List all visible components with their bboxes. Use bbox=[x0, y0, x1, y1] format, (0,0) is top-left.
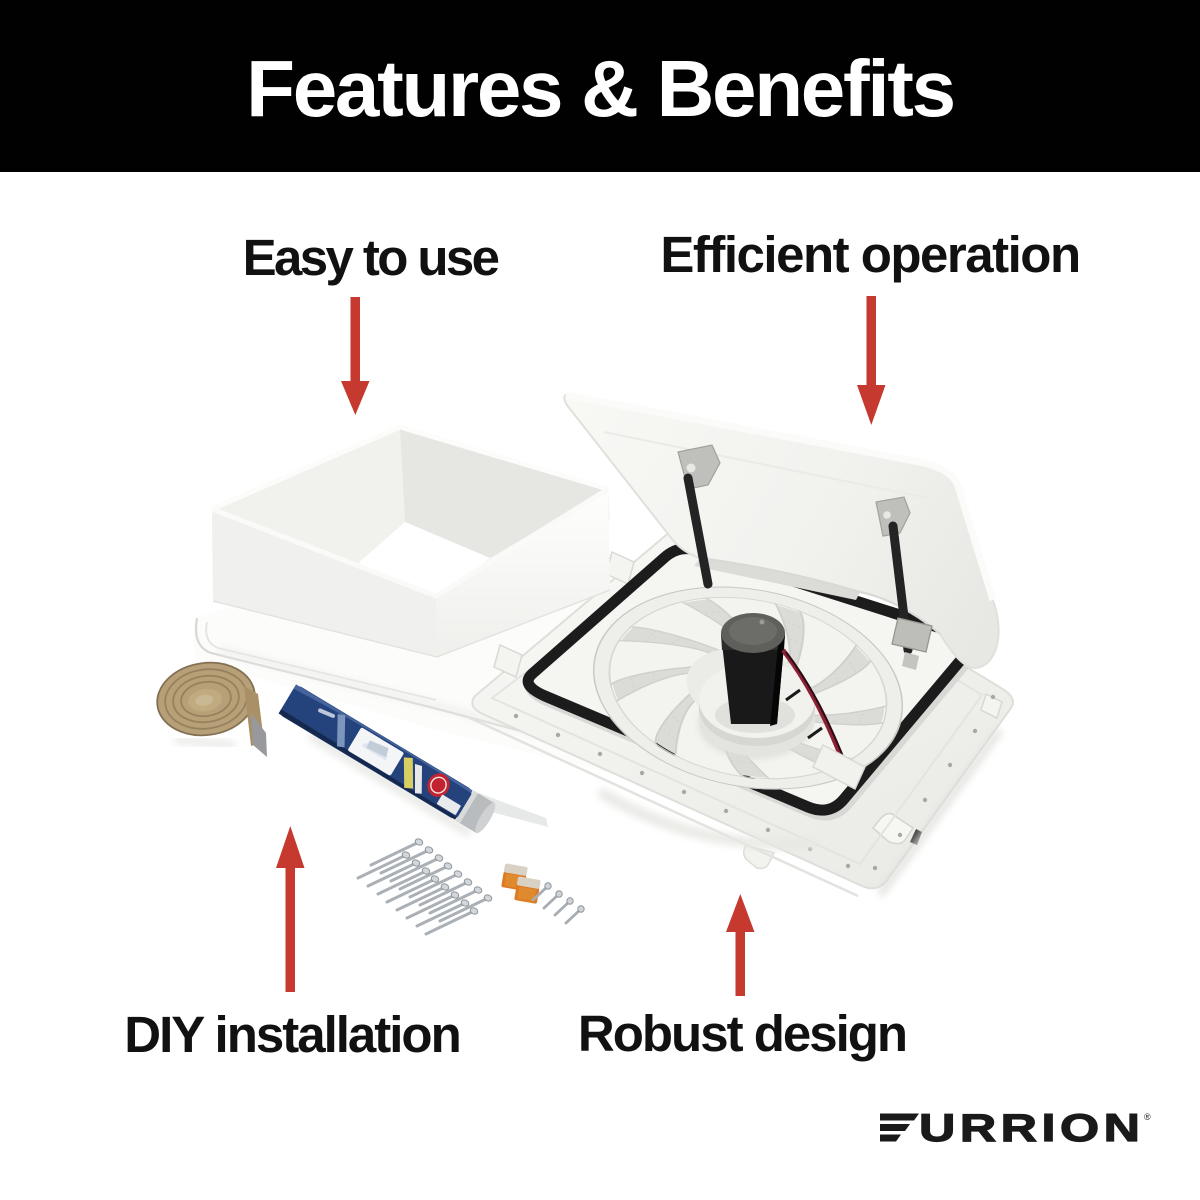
svg-text:URRION: URRION bbox=[919, 1105, 1144, 1149]
svg-text:®: ® bbox=[1144, 1112, 1151, 1122]
